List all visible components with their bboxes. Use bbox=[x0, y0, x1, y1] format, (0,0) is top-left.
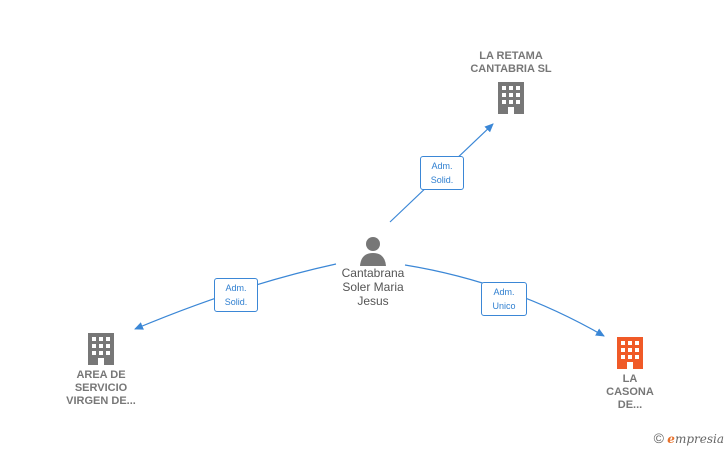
brand-e: e bbox=[667, 432, 675, 446]
company-label: AREA DE SERVICIO VIRGEN DE... bbox=[66, 369, 136, 407]
edge-label-line1: Adm. bbox=[225, 283, 247, 293]
brand-text: mpresia bbox=[674, 432, 724, 446]
empresia-watermark: © empresia bbox=[654, 430, 724, 446]
edge-label-left: Adm. Solid. bbox=[214, 278, 258, 312]
edge-label-line2: Solid. bbox=[430, 175, 454, 185]
building-icon bbox=[88, 333, 114, 365]
company-node-la-retama[interactable]: LA RETAMA CANTABRIA SL bbox=[456, 50, 566, 118]
person-icon bbox=[360, 237, 386, 266]
edge-label-line2: Solid. bbox=[224, 297, 248, 307]
company-node-la-casona[interactable]: LA CASONA DE... bbox=[592, 335, 668, 412]
building-icon bbox=[498, 82, 524, 114]
edge-label-right: Adm. Unico bbox=[481, 282, 527, 316]
person-label: Cantabrana Soler Maria Jesus bbox=[341, 266, 405, 308]
edge-label-line1: Adm. bbox=[493, 287, 515, 297]
company-label: LA RETAMA CANTABRIA SL bbox=[470, 50, 552, 75]
person-node-cantabrana[interactable]: Cantabrana Soler Maria Jesus bbox=[325, 236, 421, 308]
edge-label-line2: Unico bbox=[492, 301, 516, 311]
company-node-area-de-servicio[interactable]: AREA DE SERVICIO VIRGEN DE... bbox=[46, 331, 156, 408]
copyright-symbol: © bbox=[653, 430, 664, 446]
building-icon bbox=[617, 337, 643, 369]
company-label: LA CASONA DE... bbox=[606, 373, 654, 411]
edge-label-top: Adm. Solid. bbox=[420, 156, 464, 190]
edge-label-line1: Adm. bbox=[431, 161, 453, 171]
